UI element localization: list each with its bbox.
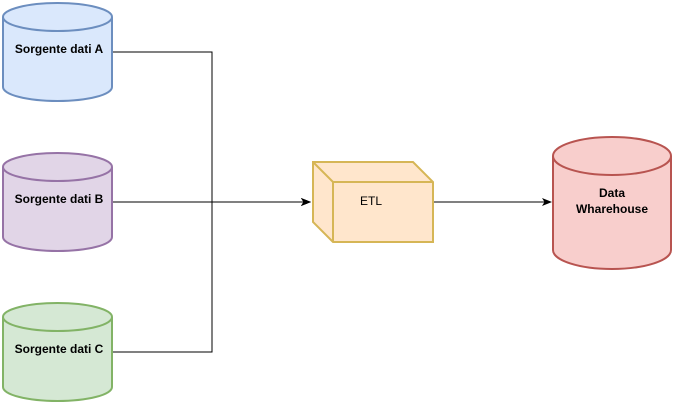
etl-cube-front-edges — [312, 161, 433, 242]
etl-label: ETL — [360, 194, 382, 208]
warehouse-label-line1: Data — [599, 186, 625, 200]
etl-cube[interactable]: ETL — [312, 161, 434, 243]
warehouse-cylinder[interactable]: Data Wharehouse — [552, 136, 672, 270]
source-b-label: Sorgente dati B — [15, 192, 104, 206]
source-c-cylinder[interactable]: Sorgente dati C — [1, 302, 113, 402]
source-b-cylinder[interactable]: Sorgente dati B — [1, 152, 113, 252]
source-c-top-rim — [2, 316, 113, 332]
warehouse-body — [552, 136, 672, 270]
source-a-body — [1, 2, 113, 102]
source-a-label: Sorgente dati A — [15, 42, 104, 56]
edge-source-c-to-etl[interactable] — [112, 198, 311, 353]
source-a-cylinder[interactable]: Sorgente dati A — [1, 2, 113, 102]
warehouse-label-line2: Wharehouse — [576, 202, 648, 216]
source-b-body — [1, 152, 113, 252]
source-a-top-rim — [2, 16, 113, 32]
connectors — [112, 51, 552, 353]
edge-source-a-to-etl[interactable] — [112, 51, 311, 206]
source-c-label: Sorgente dati C — [15, 342, 104, 356]
source-b-top-rim — [2, 166, 113, 182]
warehouse-top-rim — [552, 155, 672, 176]
source-c-body — [1, 302, 113, 402]
